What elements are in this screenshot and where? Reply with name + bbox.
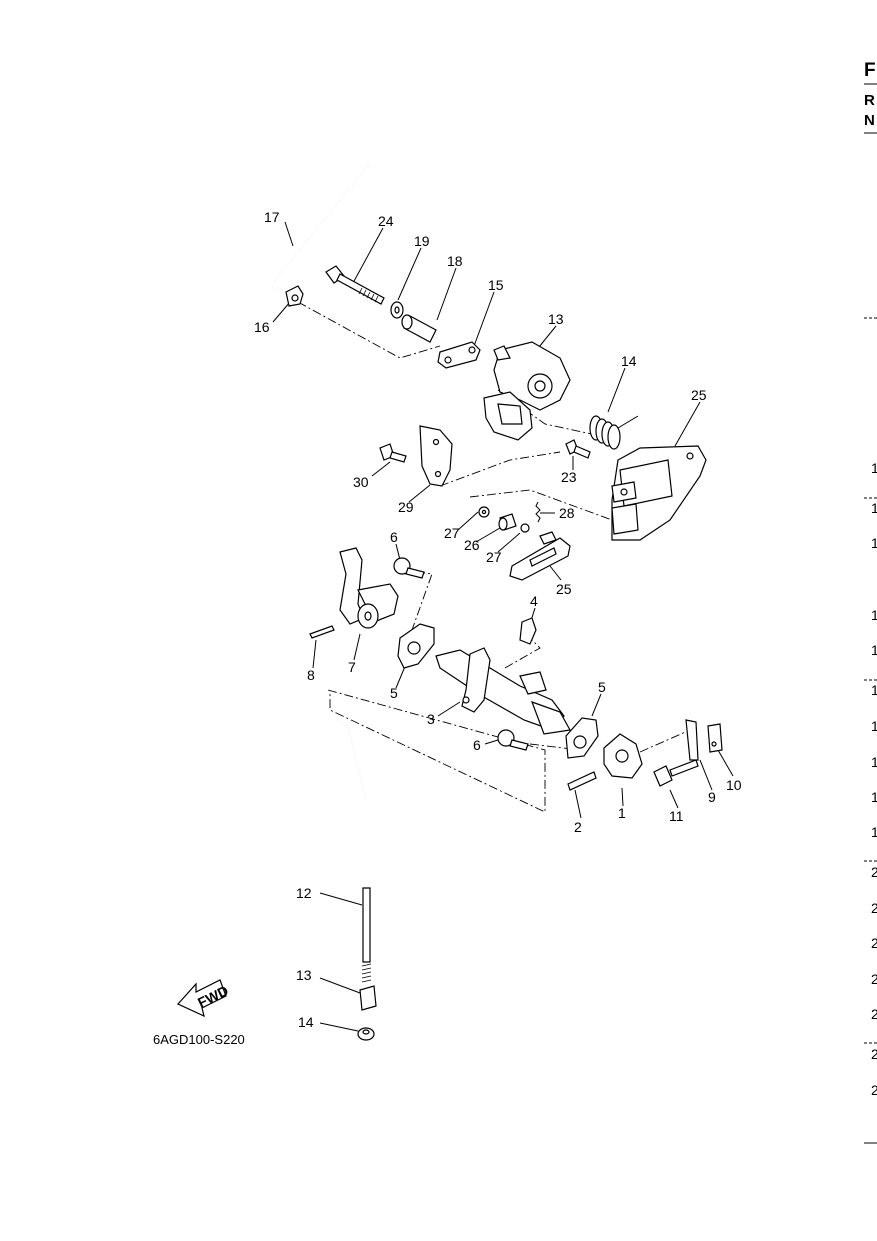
callout: 13: [296, 967, 312, 983]
callout: 25: [556, 581, 572, 597]
callout: 11: [669, 808, 684, 824]
part-8-pin: [309, 625, 335, 639]
callout: 9: [708, 789, 716, 805]
edge-row-mark: 1: [871, 500, 877, 516]
edge-row-mark: 1: [871, 535, 877, 551]
part-30-bolt: [379, 443, 407, 463]
edge-header-letter: F: [864, 60, 876, 81]
callout-numbers: 17 24 19 18 15 13 14 25 16 23 30 29 27 2…: [254, 209, 742, 1030]
edge-row-mark: 2: [871, 935, 877, 951]
edge-row-mark: 1: [871, 642, 877, 658]
callout: 5: [390, 685, 398, 701]
fwd-label: FWD: [195, 982, 231, 1010]
callout: 6: [390, 529, 398, 545]
part-21-washer: [390, 301, 404, 319]
part-18-clip: [285, 285, 304, 307]
callout: 26: [464, 537, 480, 553]
part-26-collar: [498, 513, 517, 531]
edge-row-mark: 1: [871, 607, 877, 623]
callout: 27: [486, 549, 502, 565]
part-24-bracket: [611, 445, 707, 541]
callout: 5: [598, 679, 606, 695]
callout: 24: [378, 213, 394, 229]
part-15-throttle-cam: [483, 341, 571, 441]
callout: 6: [473, 737, 481, 753]
callout: 10: [726, 777, 742, 793]
part-1-lever: [603, 733, 643, 779]
part-6-screw-lower: [497, 729, 529, 751]
part-3-shift-shaft: [435, 647, 571, 735]
callout: 2: [574, 819, 582, 835]
callout: 25: [691, 387, 707, 403]
edge-row-mark: 2: [871, 864, 877, 880]
callout: 4: [530, 593, 538, 609]
part-20-collar: [401, 314, 437, 343]
edge-row-mark: 1: [871, 682, 877, 698]
callout: 28: [559, 505, 575, 521]
callout: 27: [444, 525, 460, 541]
edge-header-letter: R: [864, 92, 875, 109]
edge-header-letter: N: [864, 112, 875, 129]
part-27-washer-a: [478, 506, 490, 518]
callout: 3: [427, 711, 435, 727]
part-2-pin: [567, 771, 597, 791]
edge-row-mark: 1: [871, 754, 877, 770]
callout: 15: [488, 277, 504, 293]
edge-row-mark: 2: [871, 900, 877, 916]
edge-row-mark: 2: [871, 1006, 877, 1022]
part-22-bolt: [325, 265, 385, 305]
edge-row-mark: 1: [871, 824, 877, 840]
callout: 7: [348, 659, 356, 675]
diagram-code: 6AGD100-S220: [153, 1032, 245, 1047]
callout: 18: [447, 253, 463, 269]
part-28-pin: [535, 501, 541, 523]
part-6-screw-upper: [393, 557, 425, 579]
edge-row-mark: 1: [871, 460, 877, 476]
part-19-rod: [271, 165, 369, 293]
part-5-collar-right: [565, 717, 599, 759]
part-25-slider: [509, 531, 571, 581]
part-11-bolt: [653, 759, 699, 787]
part-27-washer-b: [520, 523, 530, 533]
edge-row-mark: 2: [871, 971, 877, 987]
part-14-washer: [357, 1027, 375, 1041]
part-12-rod: [337, 719, 372, 983]
part-16-spring: [589, 415, 639, 450]
callout: 12: [296, 885, 312, 901]
callout: 23: [561, 469, 577, 485]
edge-row-mark: 2: [871, 1082, 877, 1098]
part-5-collar-left: [397, 623, 435, 669]
part-9-plate: [685, 719, 699, 761]
callout: 1: [618, 805, 626, 821]
callout: 29: [398, 499, 414, 515]
part-10-tab: [707, 723, 723, 753]
edge-row-mark: 2: [871, 1046, 877, 1062]
part-23-screw: [565, 439, 591, 459]
callout: 14: [298, 1014, 314, 1030]
part-7-lever: [339, 547, 399, 629]
leader-lines: [272, 221, 734, 1032]
part-29-plate: [419, 425, 453, 487]
edge-row-mark: 1: [871, 789, 877, 805]
callout: 19: [414, 233, 430, 249]
part-4-clip: [519, 617, 537, 645]
right-edge-column: F R N 1 1 1 1 1 1 1 1 1 1 2 2 2 2 2 2 2: [864, 60, 877, 1144]
callout: 17: [264, 209, 280, 225]
callout: 16: [254, 319, 270, 335]
fwd-arrow-icon: FWD: [177, 979, 231, 1018]
callout: 14: [621, 353, 637, 369]
part-13-nut: [359, 985, 377, 1011]
callout: 13: [548, 311, 564, 327]
part-17-link: [437, 341, 481, 369]
callout: 8: [307, 667, 315, 683]
edge-row-mark: 1: [871, 718, 877, 734]
callout: 30: [353, 474, 369, 490]
